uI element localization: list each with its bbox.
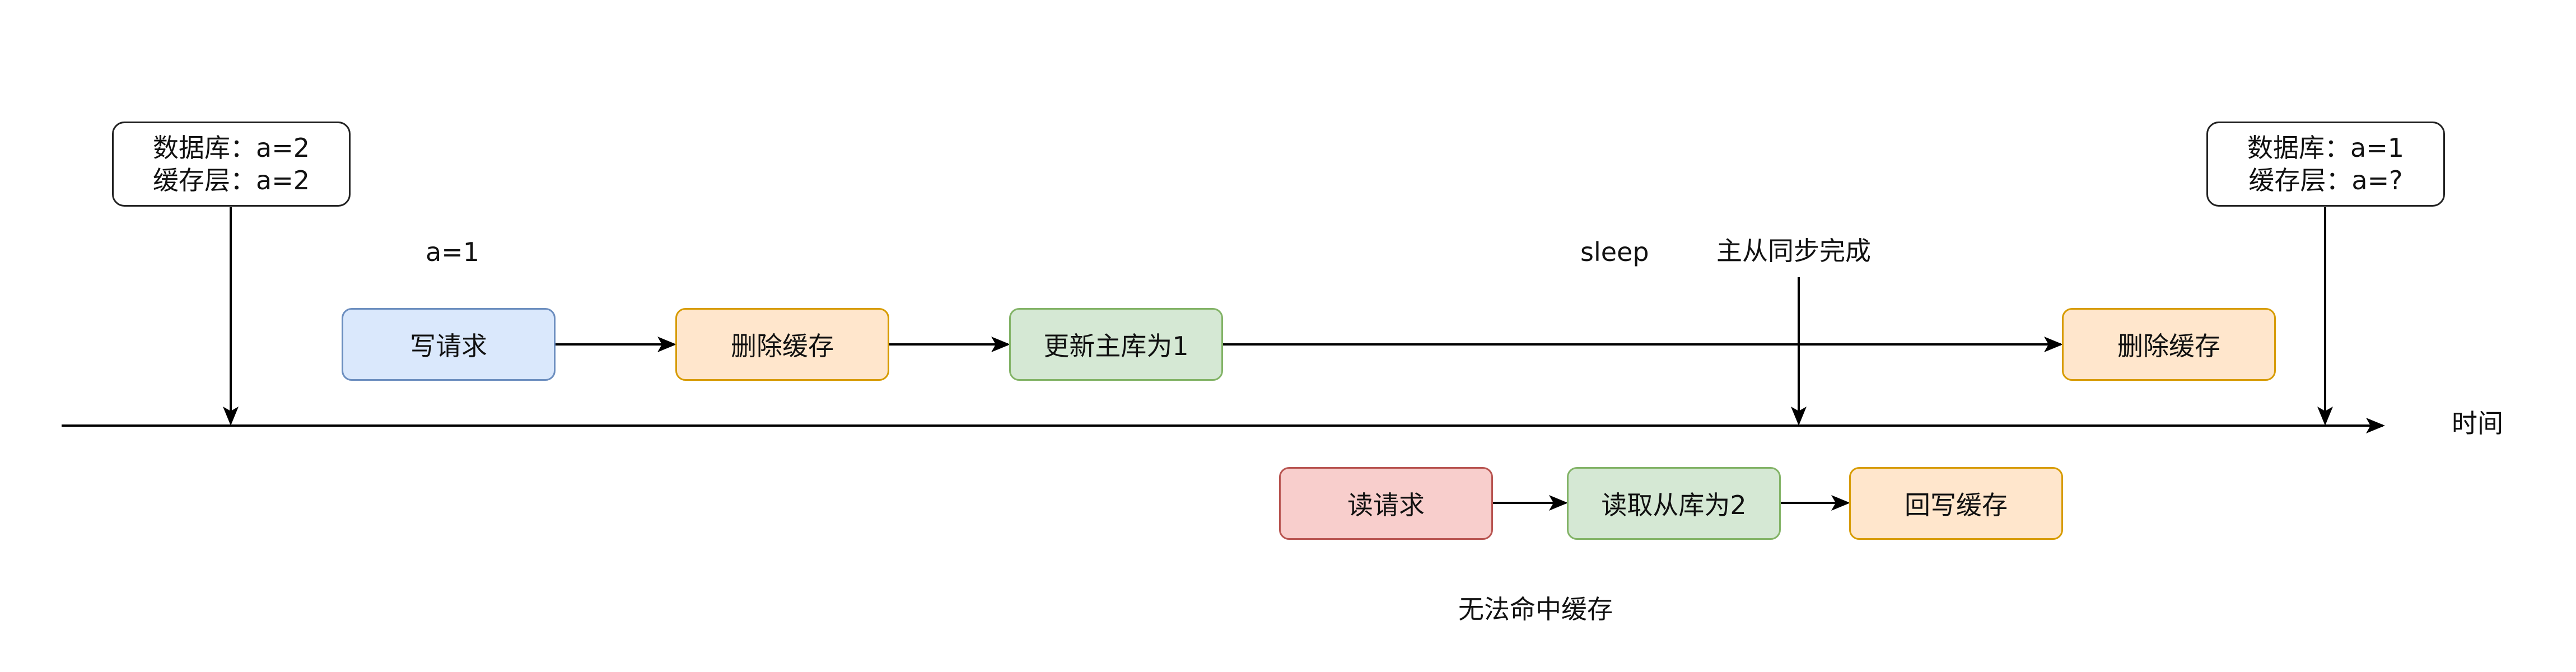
sleep-label: sleep xyxy=(1580,237,1649,267)
initial-cache-value: 缓存层：a=2 xyxy=(153,165,310,195)
cache-miss-label: 无法命中缓存 xyxy=(1458,594,1613,624)
delete-cache-box-1: 删除缓存 xyxy=(675,308,889,381)
read-request-box: 读请求 xyxy=(1279,467,1493,540)
initial-state-note: 数据库：a=2 缓存层：a=2 xyxy=(112,122,351,207)
update-master-box: 更新主库为1 xyxy=(1009,308,1223,381)
delete-cache-box-2: 删除缓存 xyxy=(2062,308,2276,381)
final-state-note: 数据库：a=1 缓存层：a=? xyxy=(2206,122,2445,207)
initial-db-value: 数据库：a=2 xyxy=(153,133,310,163)
read-slave-box: 读取从库为2 xyxy=(1567,467,1781,540)
final-db-value: 数据库：a=1 xyxy=(2247,133,2404,163)
set-value-label: a=1 xyxy=(426,237,479,267)
final-cache-value: 缓存层：a=? xyxy=(2248,165,2403,195)
sync-done-label: 主从同步完成 xyxy=(1716,236,1871,266)
write-request-box: 写请求 xyxy=(342,308,556,381)
time-axis-label: 时间 xyxy=(2452,408,2503,438)
write-back-cache-box: 回写缓存 xyxy=(1849,467,2063,540)
